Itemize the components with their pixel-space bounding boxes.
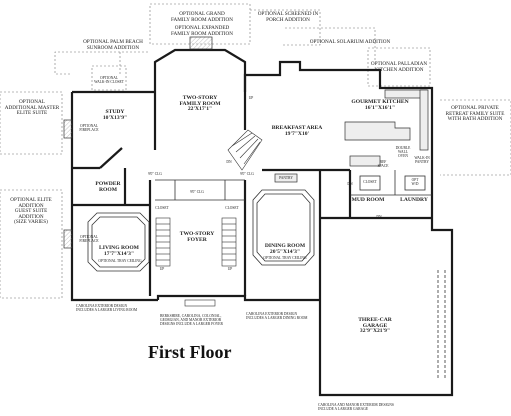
- tray-ceilings: [87, 189, 315, 272]
- stair-up-label: UP: [248, 96, 254, 100]
- ceiling-label-3: 9'0" CLG: [240, 172, 254, 176]
- optional-walkin-closet-label: OPTIONAL WALK-IN CLOSET: [94, 76, 124, 84]
- optional-fireplace-living-label: OPTIONAL FIREPLACE: [79, 235, 99, 243]
- closet-label-1: CLOSET: [155, 206, 169, 210]
- optional-screened-porch-label: OPTIONAL SCREENED IN PORCH ADDITION: [257, 11, 319, 23]
- optional-solarium-label: OPTIONAL SOLARIUM ADDITION: [309, 39, 391, 45]
- optional-expanded-family-label: OPTIONAL EXPANDED FAMILY ROOM ADDITION: [170, 25, 233, 37]
- kitchen-label: GOURMET KITCHEN 16'1"X16'1": [351, 99, 409, 111]
- note-carolina-living: CAROLINA EXTERIOR DESIGN INCLUDES A LARG…: [76, 304, 138, 312]
- mud-room-label: MUD ROOM: [351, 197, 385, 203]
- ceiling-label-2: 9'0" CLG: [190, 190, 204, 194]
- note-carolina-dining: CAROLINA EXTERIOR DESIGN INCLUDES A LARG…: [246, 312, 308, 320]
- interior-lines: [155, 170, 446, 380]
- walkin-pantry-label: WALK-IN PANTRY: [414, 156, 430, 164]
- optional-palm-beach-label: OPTIONAL PALM BEACH SUNROOM ADDITION: [83, 39, 143, 51]
- optional-fireplace-study-label: OPTIONAL FIREPLACE: [79, 124, 99, 132]
- walls: [70, 48, 454, 397]
- note-larger-foyer: BERKSHIRE, CAROLINA, COLONIAL, GEORGIAN,…: [160, 314, 223, 326]
- ref-space-label: REF SPACE: [377, 160, 389, 168]
- study-label: STUDY 10'X13'9": [102, 109, 128, 121]
- living-tray-label: OPTIONAL TRAY CEILING: [98, 259, 142, 263]
- optional-guest-label: OPTIONAL ELITE ADDITION GUEST SUITE ADDI…: [10, 197, 52, 226]
- optional-master-label: OPTIONAL ADDITIONAL MASTER ELITE SUITE: [4, 99, 60, 117]
- closet-label-3: CLOSET: [363, 180, 377, 184]
- stair-down-label-2: DN: [376, 215, 382, 219]
- stair-up-label-2: UP: [159, 267, 165, 271]
- optional-palladian-label: OPTIONAL PALLADIAN KITCHEN ADDITION: [370, 61, 428, 73]
- pantry-label: PANTRY: [279, 176, 293, 180]
- optional-grand-family-label: OPTIONAL GRAND FAMILY ROOM ADDITION: [170, 11, 233, 23]
- stairs: [155, 129, 263, 267]
- powder-room-label: POWDER ROOM: [95, 181, 121, 193]
- ceiling-label-1: 9'0" CLG: [148, 172, 162, 176]
- floor-title: First Floor: [148, 342, 232, 362]
- laundry-label: LAUNDRY: [400, 197, 428, 203]
- dining-room-label: DINING ROOM 20'5"X14'3": [264, 243, 306, 255]
- note-larger-garage: CAROLINA AND MANOR EXTERIOR DESIGNS INCL…: [318, 403, 394, 411]
- dining-tray-label: OPTIONAL TRAY CEILING: [263, 256, 307, 260]
- kitchen-fixtures: [274, 89, 429, 183]
- stair-up-label-3: UP: [227, 267, 233, 271]
- opt-wd-label: OPT W/D: [411, 178, 419, 186]
- optional-retreat-label: OPTIONAL PRIVATE RETREAT FAMILY SUITE WI…: [445, 105, 505, 123]
- garage-label: THREE-CAR GARAGE 32'9"X21'9": [358, 317, 392, 335]
- family-room-label: TWO-STORY FAMILY ROOM 22'X17'1": [179, 95, 221, 113]
- closet-label-2: CLOSET: [225, 206, 239, 210]
- stair-down-label-3: DN: [347, 182, 353, 186]
- breakfast-area-label: BREAKFAST AREA 19'7"X10': [271, 125, 323, 137]
- fireplaces: [63, 36, 213, 249]
- stair-down-label: DN: [226, 160, 232, 164]
- front-steps: [184, 299, 216, 307]
- living-room-label: LIVING ROOM 17'7"X14'3": [99, 245, 139, 257]
- foyer-label: TWO-STORY FOYER: [179, 231, 215, 243]
- double-oven-label: DOUBLE WALL OVEN: [395, 146, 411, 158]
